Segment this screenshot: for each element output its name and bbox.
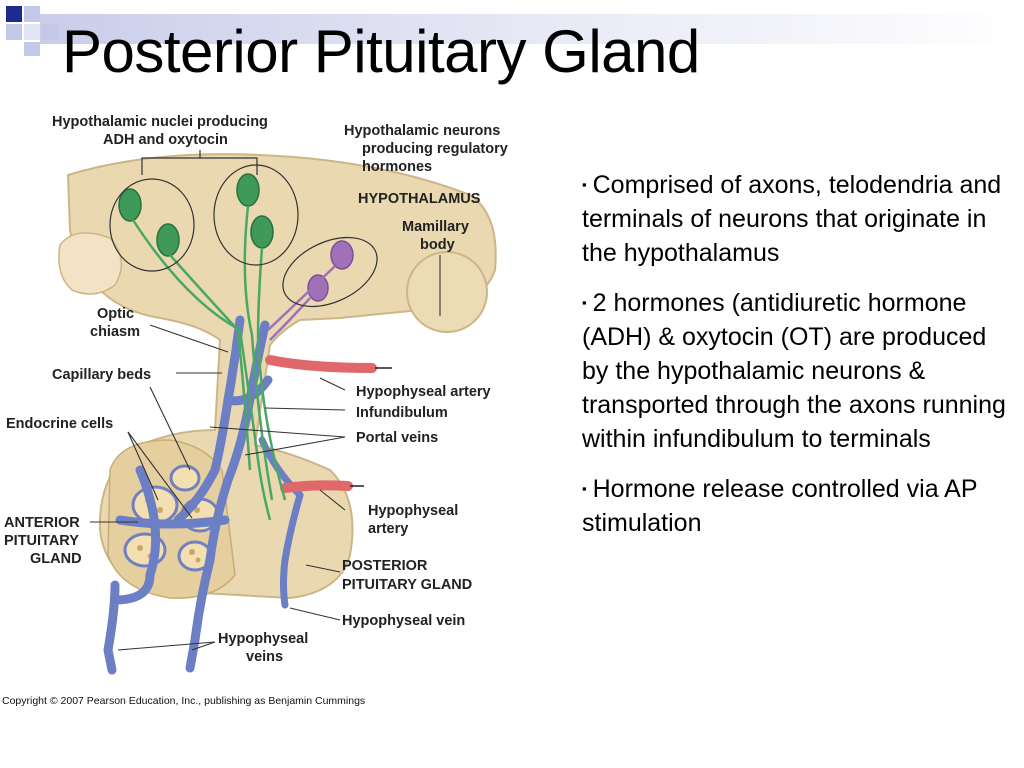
- bullet-marker: ▪: [582, 177, 587, 192]
- deco-square-light: [6, 24, 22, 40]
- regulatory-neurons: [307, 240, 354, 302]
- header-gradient-bar: [40, 14, 1024, 44]
- label-infundibulum: Infundibulum: [356, 405, 448, 421]
- label-hypothalamic-neurons-line1: Hypothalamic neurons: [344, 123, 500, 139]
- bullet-item: ▪Hormone release controlled via AP stimu…: [582, 472, 1006, 540]
- green-axons: [131, 205, 287, 521]
- label-posterior-line2: PITUITARY GLAND: [342, 577, 472, 593]
- label-mamillary-line1: Mamillary: [402, 219, 469, 235]
- label-hypophyseal-artery-top: Hypophyseal artery: [356, 384, 491, 400]
- label-anterior-line1: ANTERIOR: [4, 515, 80, 531]
- bullet-list: ▪Comprised of axons, telodendria and ter…: [582, 168, 1006, 556]
- bullet-text: Comprised of axons, telodendria and term…: [582, 171, 1002, 267]
- label-hypophyseal-veins-line2: veins: [246, 649, 283, 665]
- copyright-notice: Copyright © 2007 Pearson Education, Inc.…: [2, 695, 365, 707]
- label-hypophyseal-artery-2-line2: artery: [368, 521, 408, 537]
- label-hypothalamic-neurons-line3: hormones: [362, 159, 432, 175]
- leader-lines: [90, 255, 441, 651]
- label-hypophyseal-artery-2-line1: Hypophyseal: [368, 503, 458, 519]
- purple-axons: [267, 265, 336, 341]
- hypophyseal-arteries: [265, 355, 377, 493]
- deco-square-light: [24, 6, 40, 22]
- label-portal-veins: Portal veins: [356, 430, 438, 446]
- label-hypothalamic-nuclei-line2: ADH and oxytocin: [103, 132, 228, 148]
- mamillary-body: [406, 251, 488, 333]
- label-hypothalamic-neurons-line2: producing regulatory: [362, 141, 508, 157]
- label-hypophyseal-vein: Hypophyseal vein: [342, 613, 465, 629]
- pituitary-diagram: Hypothalamic nuclei producing ADH and ox…: [2, 114, 508, 707]
- label-anterior-line2: PITUITARY: [4, 533, 79, 549]
- label-endocrine-cells: Endocrine cells: [6, 416, 113, 432]
- label-posterior-line1: POSTERIOR: [342, 558, 428, 574]
- label-hypothalamic-nuclei-line1: Hypothalamic nuclei producing: [52, 114, 268, 130]
- bullet-text: Hormone release controlled via AP stimul…: [582, 475, 978, 537]
- bullet-item: ▪2 hormones (antidiuretic hormone (ADH) …: [582, 286, 1006, 456]
- label-optic-line1: Optic: [97, 306, 134, 322]
- deco-square-dark: [6, 6, 22, 22]
- label-hypothalamus: HYPOTHALAMUS: [358, 191, 481, 207]
- deco-square-light: [24, 42, 40, 56]
- slide-title: Posterior Pituitary Gland: [62, 18, 700, 85]
- artery-arrows: [350, 367, 392, 487]
- portal-vessels: [103, 315, 273, 675]
- deco-square-light: [42, 24, 58, 40]
- adh-oxytocin-neurons: [118, 173, 274, 257]
- deco-square-pale: [24, 24, 40, 40]
- bullet-marker: ▪: [582, 481, 587, 496]
- bullet-item: ▪Comprised of axons, telodendria and ter…: [582, 168, 1006, 270]
- optic-chiasm: [58, 232, 123, 295]
- label-mamillary-line2: body: [420, 237, 455, 253]
- label-hypophyseal-veins-line1: Hypophyseal: [218, 631, 308, 647]
- label-capillary-beds: Capillary beds: [52, 367, 151, 383]
- nuclei-outlines: [109, 164, 378, 308]
- label-anterior-line3: GLAND: [30, 551, 82, 567]
- bullet-text: 2 hormones (antidiuretic hormone (ADH) &…: [582, 289, 1006, 453]
- header-decoration: [0, 0, 1024, 56]
- label-optic-line2: chiasm: [90, 324, 140, 340]
- bullet-marker: ▪: [582, 295, 587, 310]
